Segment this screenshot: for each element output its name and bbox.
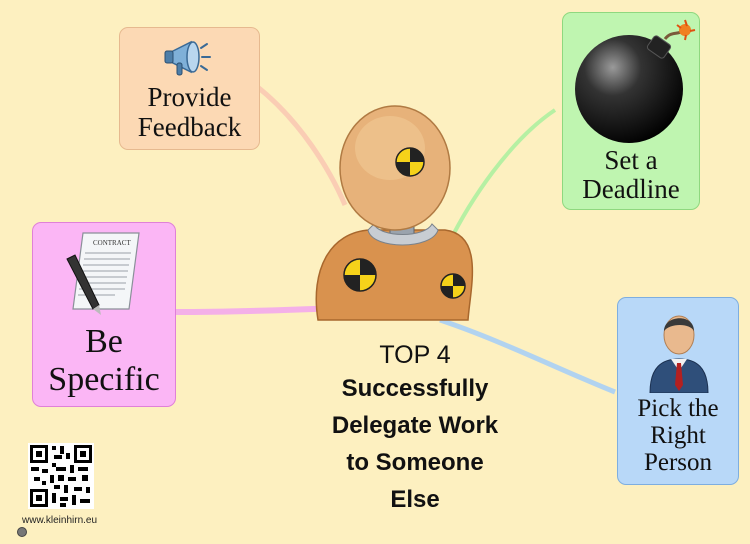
connector-feedback (253, 83, 348, 206)
branch-be-specific[interactable]: CONTRACT Be Specific (32, 222, 176, 407)
branch-provide-feedback[interactable]: Provide Feedback (119, 27, 260, 150)
branch-deadline-line2: Deadline (582, 174, 680, 204)
branch-person-line2: Right (650, 422, 706, 449)
bomb-icon (575, 19, 696, 143)
businessman-icon (649, 315, 709, 393)
central-topic-line3: Delegate Work (331, 412, 499, 439)
svg-text:CONTRACT: CONTRACT (93, 239, 131, 247)
qr-code-icon (28, 443, 94, 509)
crash-test-dummy-icon (315, 105, 474, 321)
branch-feedback-line2: Feedback (137, 112, 242, 142)
branch-person-line3: Person (643, 449, 713, 476)
central-topic-line5: Else (390, 486, 440, 513)
branch-feedback-label: Provide Feedback (120, 82, 259, 142)
branch-person-label: Pick the Right Person (618, 395, 738, 476)
website-link[interactable]: www.kleinhirn.eu (22, 515, 98, 526)
branch-feedback-line1: Provide (147, 82, 232, 112)
globe-icon (17, 527, 27, 537)
central-topic-line1: TOP 4 (379, 341, 451, 369)
central-topic-line2: Successfully (341, 375, 489, 402)
branch-specific-line1: Be (85, 323, 123, 360)
central-topic-line4: to Someone (346, 449, 484, 476)
contract-pen-icon: CONTRACT (66, 232, 140, 315)
megaphone-icon (164, 40, 211, 76)
branch-person-line1: Pick the (637, 395, 719, 422)
branch-deadline-label: Set a Deadline (563, 146, 699, 204)
branch-deadline-line1: Set a (604, 145, 658, 175)
central-topic[interactable]: TOP 4 Successfully Delegate Work to Some… (290, 340, 540, 518)
branch-specific-line2: Specific (48, 361, 160, 398)
connector-deadline (446, 108, 557, 246)
branch-set-deadline[interactable]: Set a Deadline (562, 12, 700, 210)
connector-person (439, 317, 616, 395)
branch-pick-right-person[interactable]: Pick the Right Person (617, 297, 739, 485)
connector-specific (175, 305, 341, 315)
branch-specific-label: Be Specific (33, 323, 175, 399)
